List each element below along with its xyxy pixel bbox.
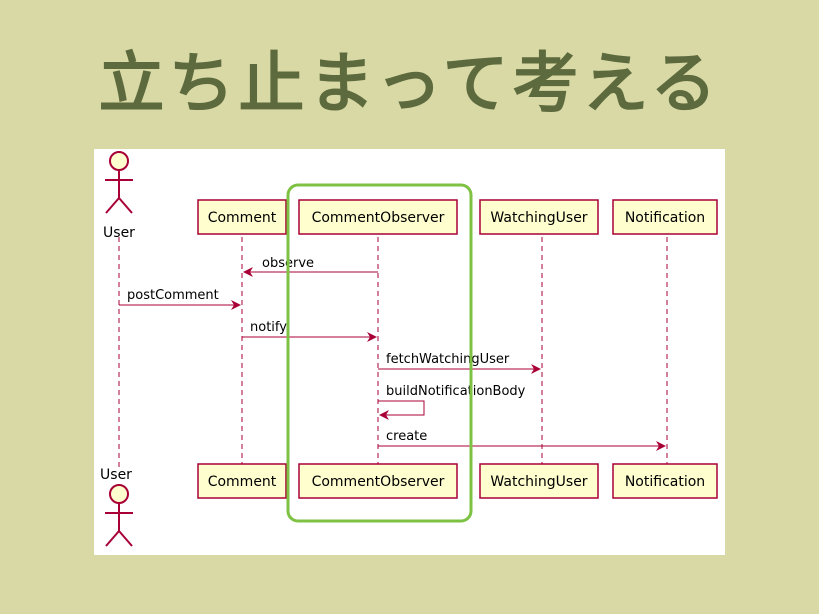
actor-user-top (105, 151, 133, 214)
participant-watchinguser-label-bottom: WatchingUser (490, 474, 587, 490)
participant-comment-label-top: Comment (208, 210, 277, 226)
participant-commentobserver-label-top: CommentObserver (312, 210, 445, 226)
participant-comment-label-bottom: Comment (208, 474, 277, 490)
message-buildnotificationbody-label: buildNotificationBody (386, 384, 526, 399)
participant-watchinguser-bottom: WatchingUser (479, 463, 599, 499)
participant-comment-top: Comment (197, 199, 287, 235)
message-fetchwatchinguser: fetchWatchingUser (378, 352, 541, 374)
message-buildnotificationbody: buildNotificationBody (378, 384, 526, 420)
message-notify-label: notify (250, 320, 287, 335)
participant-notification-bottom: Notification (612, 463, 718, 499)
sequence-diagram: User Comment CommentObserver WatchingUse… (100, 151, 718, 547)
participant-commentobserver-top: CommentObserver (298, 199, 458, 235)
message-fetchwatchinguser-label: fetchWatchingUser (386, 352, 510, 367)
participant-notification-label-bottom: Notification (625, 474, 705, 490)
slide-title: 立ち止まって考える (98, 45, 721, 122)
message-notify: notify (242, 320, 377, 342)
participant-comment-bottom: Comment (197, 463, 287, 499)
message-create: create (378, 429, 666, 451)
message-observe: observe (243, 256, 378, 277)
actor-user-bottom (105, 484, 133, 547)
participant-notification-top: Notification (612, 199, 718, 235)
highlight-frame-commentobserver (286, 183, 473, 523)
participant-commentobserver-bottom: CommentObserver (298, 463, 458, 499)
sequence-diagram-card: User Comment CommentObserver WatchingUse… (94, 149, 725, 555)
actor-user-label-top: User (103, 225, 135, 241)
participant-notification-label-top: Notification (625, 210, 705, 226)
participant-watchinguser-label-top: WatchingUser (490, 210, 587, 226)
actor-user-label-bottom: User (100, 467, 132, 483)
participant-commentobserver-label-bottom: CommentObserver (312, 474, 445, 490)
message-create-label: create (386, 429, 427, 444)
participant-watchinguser-top: WatchingUser (479, 199, 599, 235)
message-postcomment-label: postComment (127, 288, 219, 303)
message-postcomment: postComment (119, 288, 241, 310)
